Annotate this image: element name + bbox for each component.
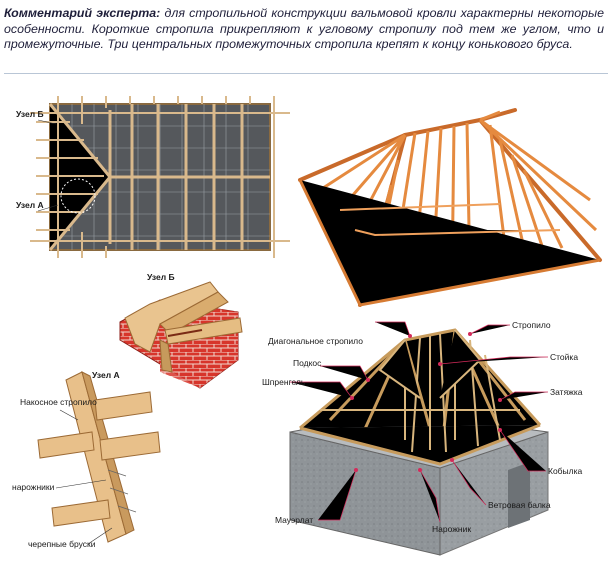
roof-structure-3d <box>289 328 549 556</box>
label-kobylka: Кобылка <box>548 466 583 476</box>
label-strut: Подкос <box>293 358 322 368</box>
plan-node-a: Узел А <box>16 200 44 210</box>
label-wind-beam: Ветровая балка <box>488 500 551 510</box>
label-blocks: черепные бруски <box>28 539 96 549</box>
label-tie: Затяжка <box>550 387 583 397</box>
callouts: Диагональное стропило Подкос Шпренгель М… <box>262 320 583 534</box>
label-truss: Шпренгель <box>262 377 306 387</box>
node-b-title: Узел Б <box>147 272 175 282</box>
node-a-detail: Узел А Накосное стропило нарожники череп… <box>12 370 161 549</box>
comment-lead: Комментарий эксперта: <box>4 6 161 20</box>
label-jack-rafter: Нарожник <box>432 524 471 534</box>
node-b-detail: Узел Б <box>119 272 243 389</box>
label-mauerlat: Мауэрлат <box>275 515 313 525</box>
label-diagonal-rafter: Диагональное стропило <box>268 336 363 346</box>
label-jacks: нарожники <box>12 482 55 492</box>
roof-plan: Узел Б Узел А <box>16 96 290 258</box>
plan-node-b: Узел Б <box>16 109 44 119</box>
label-rafter-hip: Накосное стропило <box>20 397 97 407</box>
divider <box>4 73 608 74</box>
hip-roof-3d <box>298 108 602 307</box>
expert-comment: Комментарий эксперта: для стропильной ко… <box>4 6 604 70</box>
comment-text: для стропильной конструкции вальмовой кр… <box>4 6 604 51</box>
label-rafter: Стропило <box>512 320 551 330</box>
label-post: Стойка <box>550 352 578 362</box>
node-a-title: Узел А <box>92 370 120 380</box>
